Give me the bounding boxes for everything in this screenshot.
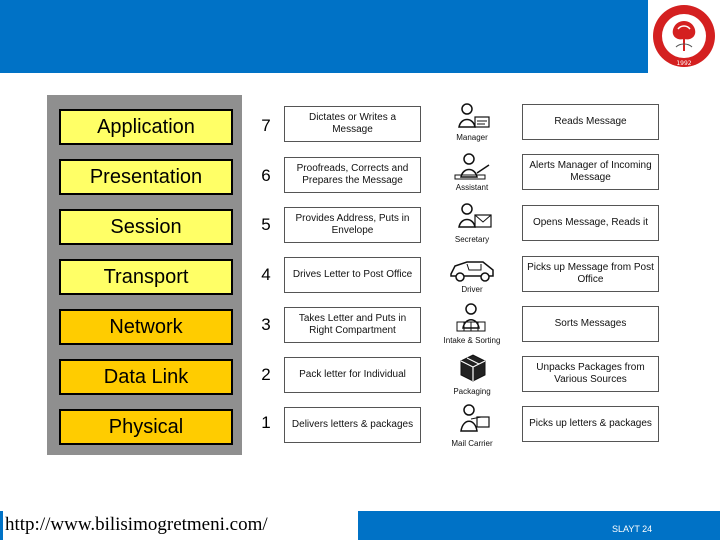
receiver-action-5: Opens Message, Reads it — [522, 205, 659, 241]
sorting-clerk-icon — [447, 302, 497, 334]
role-label-secretary: Secretary — [432, 235, 512, 244]
manager-icon — [447, 101, 497, 133]
layer-number-7: 7 — [257, 116, 275, 136]
layer-box-session: Session — [59, 209, 233, 245]
receiver-action-1: Picks up letters & packages — [522, 406, 659, 442]
secretary-icon — [447, 201, 497, 233]
layer-box-application: Application — [59, 109, 233, 145]
receiver-action-7: Reads Message — [522, 104, 659, 140]
receiver-action-3: Sorts Messages — [522, 306, 659, 342]
sender-action-7: Dictates or Writes a Message — [284, 106, 421, 142]
header-bar — [0, 0, 720, 73]
layer-number-1: 1 — [257, 413, 275, 433]
role-label-manager: Manager — [432, 133, 512, 142]
sender-action-3: Takes Letter and Puts in Right Compartme… — [284, 307, 421, 343]
sender-action-4: Drives Letter to Post Office — [284, 257, 421, 293]
footer-url: http://www.bilisimogretmeni.com/ — [3, 511, 358, 540]
layer-box-transport: Transport — [59, 259, 233, 295]
university-logo: 1992 — [648, 0, 720, 73]
mail-carrier-icon — [447, 403, 497, 435]
logo-year: 1992 — [676, 60, 691, 67]
receiver-action-6: Alerts Manager of Incoming Message — [522, 154, 659, 190]
slide-number: SLAYT 24 — [612, 524, 652, 534]
driver-car-icon — [447, 252, 497, 284]
layer-number-4: 4 — [257, 265, 275, 285]
layer-box-physical: Physical — [59, 409, 233, 445]
sender-action-5: Provides Address, Puts in Envelope — [284, 207, 421, 243]
layer-number-5: 5 — [257, 215, 275, 235]
role-label-assistant: Assistant — [432, 183, 512, 192]
role-label-driver: Driver — [432, 285, 512, 294]
role-label-intake-sorting: Intake & Sorting — [432, 336, 512, 345]
layer-number-6: 6 — [257, 166, 275, 186]
layer-number-2: 2 — [257, 365, 275, 385]
sender-action-2: Pack letter for Individual — [284, 357, 421, 393]
role-label-packaging: Packaging — [432, 387, 512, 396]
receiver-action-4: Picks up Message from Post Office — [522, 256, 659, 292]
role-label-mail-carrier: Mail Carrier — [432, 439, 512, 448]
layer-box-data-link: Data Link — [59, 359, 233, 395]
layer-box-network: Network — [59, 309, 233, 345]
receiver-action-2: Unpacks Packages from Various Sources — [522, 356, 659, 392]
package-icon — [447, 353, 497, 385]
layer-box-presentation: Presentation — [59, 159, 233, 195]
rose-seal-icon: 1992 — [652, 1, 716, 71]
sender-action-1: Delivers letters & packages — [284, 407, 421, 443]
assistant-icon — [447, 151, 497, 183]
layer-number-3: 3 — [257, 315, 275, 335]
sender-action-6: Proofreads, Corrects and Prepares the Me… — [284, 157, 421, 193]
